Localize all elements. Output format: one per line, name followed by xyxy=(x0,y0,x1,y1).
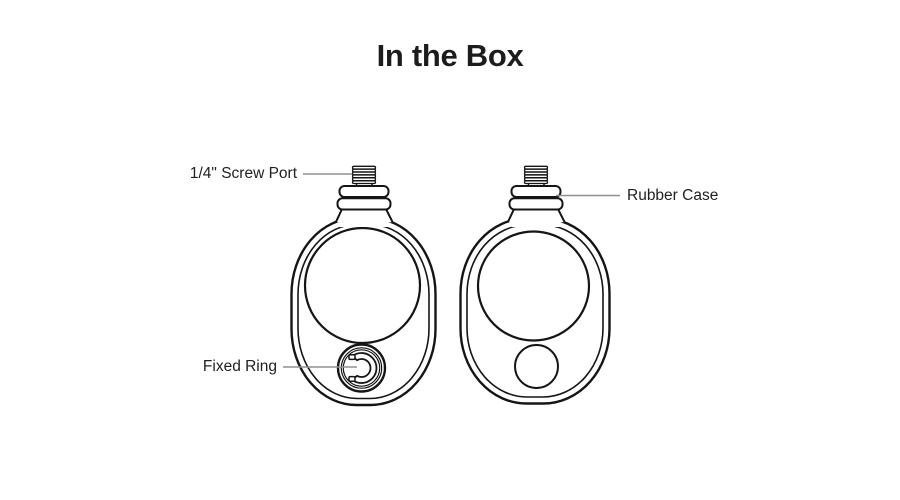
callout-screw-port: 1/4" Screw Port xyxy=(189,165,297,182)
left-case-lens-opening xyxy=(303,226,422,345)
leader-lines xyxy=(283,173,620,368)
quarter-inch-screw-icon xyxy=(334,165,394,228)
rubber-case-lens-opening xyxy=(476,230,591,342)
callout-rubber-case: Rubber Case xyxy=(627,187,719,204)
fixed-ring-icon xyxy=(336,343,387,393)
page-title: In the Box xyxy=(376,38,524,73)
rubber-case-bottom-hole xyxy=(514,344,559,389)
rubber-case-screw-icon xyxy=(506,165,566,228)
callout-fixed-ring: Fixed Ring xyxy=(202,358,277,375)
right-case-diagram xyxy=(459,165,611,405)
left-case-diagram xyxy=(290,165,437,407)
